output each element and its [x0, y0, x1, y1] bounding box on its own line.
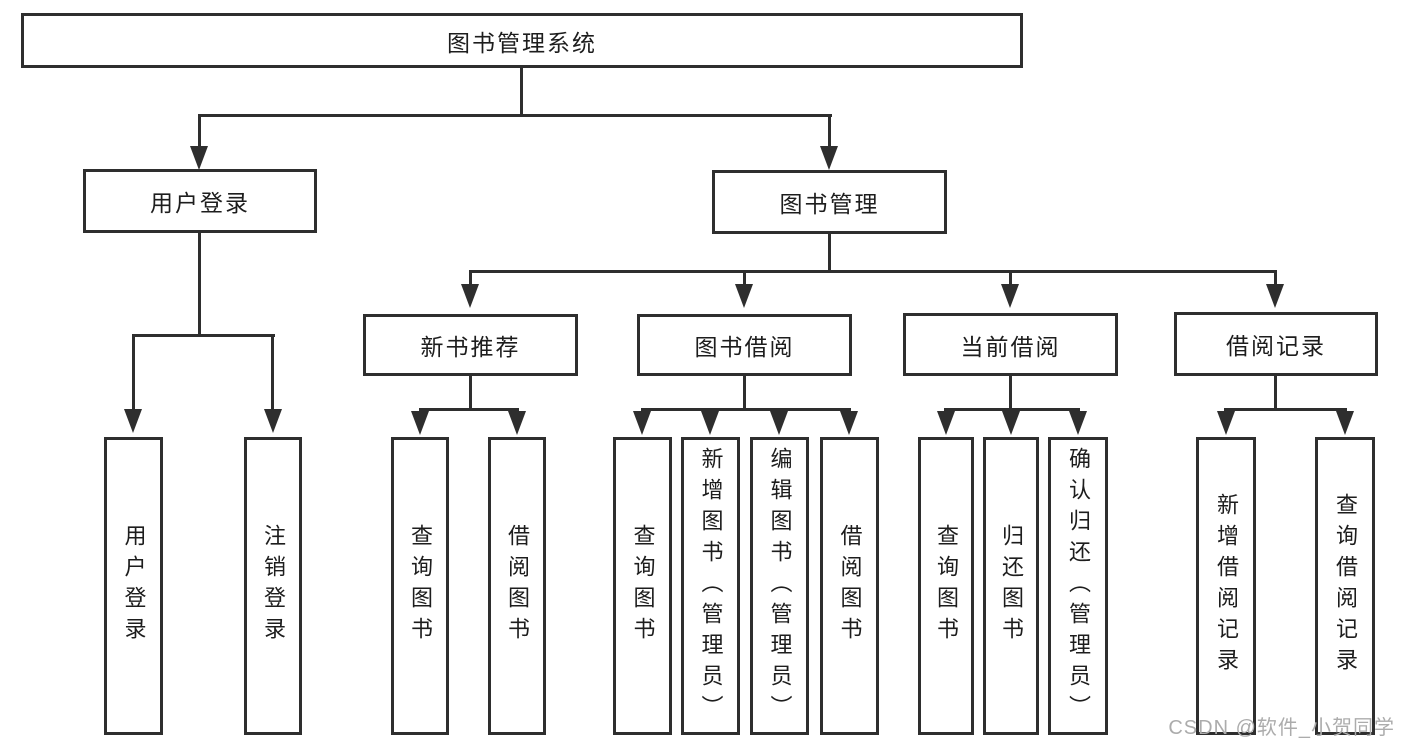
- leaf-label: 用户登录: [121, 524, 147, 648]
- arrow-down-icon: [937, 411, 955, 435]
- leaf-label: 查询图书: [630, 524, 656, 648]
- connector-to-current-borrowing: [1009, 270, 1012, 286]
- leaf-label: 借阅图书: [837, 524, 863, 648]
- arrow-down-icon: [461, 284, 479, 308]
- arrow-down-icon: [1002, 411, 1020, 435]
- connector-book-mgmt-stem: [828, 234, 831, 273]
- arrow-down-icon: [701, 411, 719, 435]
- connector-stem: [469, 376, 472, 411]
- connector-to-login-leaf: [132, 334, 135, 410]
- leaf-label: 归还图书: [999, 524, 1024, 648]
- leaf-label: 新增图书（管理员）: [698, 446, 724, 726]
- connector-level3-rail: [469, 270, 1277, 273]
- node-book-borrowing: 图书借阅: [637, 314, 852, 376]
- connector-to-logout-leaf: [271, 334, 274, 410]
- arrow-down-icon: [124, 409, 142, 433]
- connector-to-new-book: [469, 270, 472, 286]
- node-user-login-leaf: 用户登录: [104, 437, 163, 735]
- connector-rail: [641, 408, 851, 411]
- leaf-label: 新增借阅记录: [1214, 493, 1239, 679]
- node-logout: 注销登录: [244, 437, 302, 735]
- arrow-down-icon: [1217, 411, 1235, 435]
- arrow-down-icon: [508, 411, 526, 435]
- leaf-label: 确认归还（管理员）: [1066, 446, 1091, 726]
- node-new-book-recommend: 新书推荐: [363, 314, 578, 376]
- node-borrow-books-recommend: 借阅图书: [488, 437, 546, 735]
- arrow-down-icon: [1336, 411, 1354, 435]
- connector-to-book-borrowing: [743, 270, 746, 286]
- node-query-books-recommend: 查询图书: [391, 437, 449, 735]
- node-return-books: 归还图书: [983, 437, 1039, 735]
- connector-root-stem: [520, 68, 523, 115]
- node-add-borrow-record: 新增借阅记录: [1196, 437, 1256, 735]
- connector-user-login-rail: [132, 334, 275, 337]
- connector-level2-rail: [198, 114, 832, 117]
- node-user-login: 用户登录: [83, 169, 317, 233]
- leaf-label: 借阅图书: [505, 524, 530, 648]
- arrow-down-icon: [1069, 411, 1087, 435]
- watermark-text: CSDN @软件_小贺同学: [1168, 717, 1395, 739]
- leaf-label: 查询借阅记录: [1333, 493, 1358, 679]
- node-borrow-records: 借阅记录: [1174, 312, 1378, 376]
- leaf-label: 查询图书: [408, 524, 433, 648]
- node-root: 图书管理系统: [21, 13, 1023, 68]
- arrow-down-icon: [264, 409, 282, 433]
- node-edit-book-admin: 编辑图书（管理员）: [750, 437, 809, 735]
- connector-rail: [944, 408, 1080, 411]
- connector-to-user-login: [198, 114, 201, 148]
- node-query-books-borrowing: 查询图书: [613, 437, 672, 735]
- arrow-down-icon: [411, 411, 429, 435]
- arrow-down-icon: [840, 411, 858, 435]
- leaf-label: 查询图书: [934, 524, 959, 648]
- node-add-book-admin: 新增图书（管理员）: [681, 437, 740, 735]
- leaf-label: 注销登录: [261, 524, 286, 648]
- arrow-down-icon: [1266, 284, 1284, 308]
- arrow-down-icon: [770, 411, 788, 435]
- arrow-down-icon: [190, 146, 208, 170]
- connector-rail: [419, 408, 519, 411]
- node-book-management: 图书管理: [712, 170, 947, 234]
- connector-to-borrow-records: [1274, 270, 1277, 286]
- connector-stem: [1009, 376, 1012, 411]
- node-borrow-books-leaf: 借阅图书: [820, 437, 879, 735]
- connector-stem: [1274, 376, 1277, 411]
- leaf-label: 编辑图书（管理员）: [767, 446, 793, 726]
- node-confirm-return-admin: 确认归还（管理员）: [1048, 437, 1108, 735]
- connector-user-login-stem: [198, 232, 201, 336]
- arrow-down-icon: [820, 146, 838, 170]
- arrow-down-icon: [1001, 284, 1019, 308]
- node-current-borrowing: 当前借阅: [903, 313, 1118, 376]
- connector-stem: [743, 376, 746, 411]
- connector-rail: [1224, 408, 1347, 411]
- arrow-down-icon: [633, 411, 651, 435]
- arrow-down-icon: [735, 284, 753, 308]
- node-query-borrow-record: 查询借阅记录: [1315, 437, 1375, 735]
- connector-to-book-management: [828, 114, 831, 148]
- node-query-books-current: 查询图书: [918, 437, 974, 735]
